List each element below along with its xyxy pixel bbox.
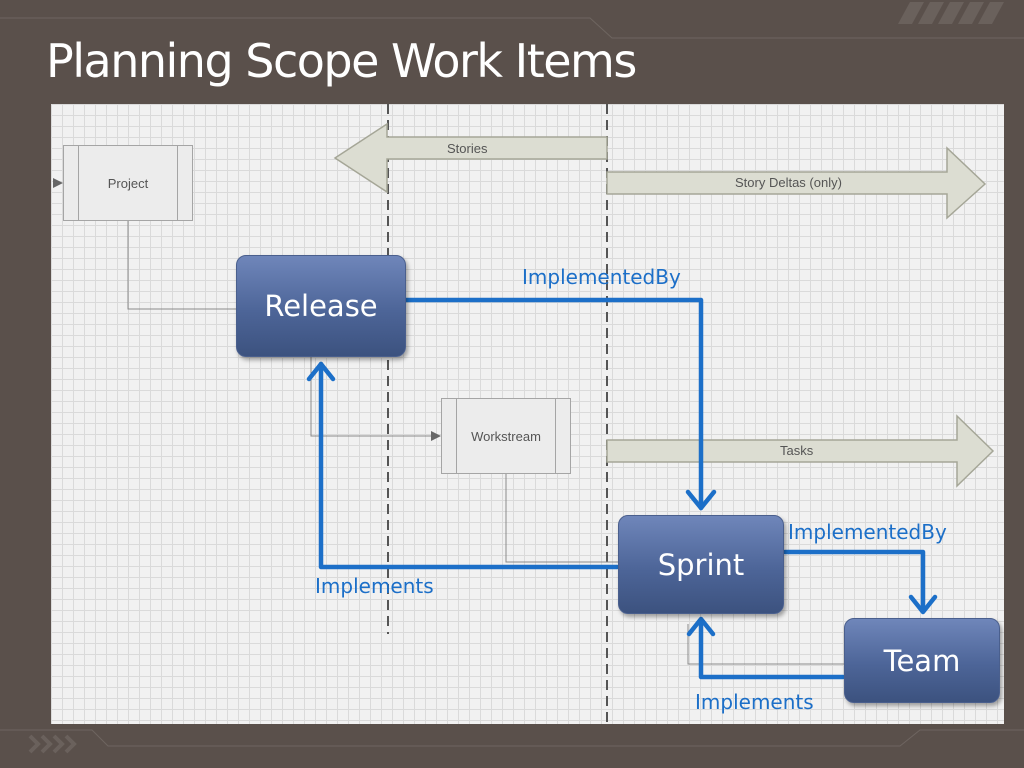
project-node: Project [63, 145, 193, 221]
tasks-arrow [606, 414, 995, 488]
stories-arrow [333, 122, 608, 194]
sprint-implementedby-team-arrowhead [908, 594, 938, 615]
project-node-left-bar [78, 146, 79, 220]
team-node-label: Team [883, 643, 961, 678]
team-implements-sprint-line [698, 617, 846, 680]
story-deltas-arrow [606, 146, 987, 220]
sprint-implements-label: Implements [315, 574, 434, 598]
release-node-label: Release [264, 289, 378, 323]
workstream-node-left-bar [456, 399, 457, 473]
sprint-implements-release-arrowhead [306, 361, 336, 382]
workstream-node-label: Workstream [471, 428, 541, 444]
sprint-node: Sprint [618, 515, 784, 614]
sprint-implementedby-label: ImplementedBy [788, 520, 947, 544]
workstream-input-arrowhead [431, 431, 441, 441]
slide-title: Planning Scope Work Items [46, 34, 637, 88]
stories-arrow-label: Stories [447, 141, 488, 156]
team-node: Team [844, 618, 1000, 703]
diagram-canvas: Project Workstream Stories Story Deltas … [51, 104, 1004, 724]
release-workstream-connector [310, 357, 431, 437]
sprint-implements-release-line [318, 361, 620, 570]
team-sprint-connector [687, 624, 845, 665]
project-node-right-bar [177, 146, 178, 220]
workstream-node: Workstream [441, 398, 571, 474]
team-implements-sprint-arrowhead [686, 616, 716, 637]
sprint-node-label: Sprint [657, 547, 745, 582]
team-implements-label: Implements [695, 690, 814, 714]
release-implementedby-label: ImplementedBy [522, 265, 681, 289]
sprint-implementedby-team-line [782, 549, 926, 613]
workstream-sprint-connector [505, 474, 619, 563]
tasks-arrow-label: Tasks [780, 443, 814, 458]
release-node: Release [236, 255, 406, 357]
story-deltas-arrow-label: Story Deltas (only) [735, 175, 842, 190]
release-implementedby-sprint-line [403, 297, 704, 511]
project-release-connector [127, 220, 237, 310]
project-node-label: Project [107, 175, 149, 191]
workstream-node-right-bar [555, 399, 556, 473]
project-input-arrowhead [53, 178, 63, 188]
release-implementedby-sprint-arrowhead [685, 489, 717, 511]
diagram-connectors [53, 104, 995, 724]
